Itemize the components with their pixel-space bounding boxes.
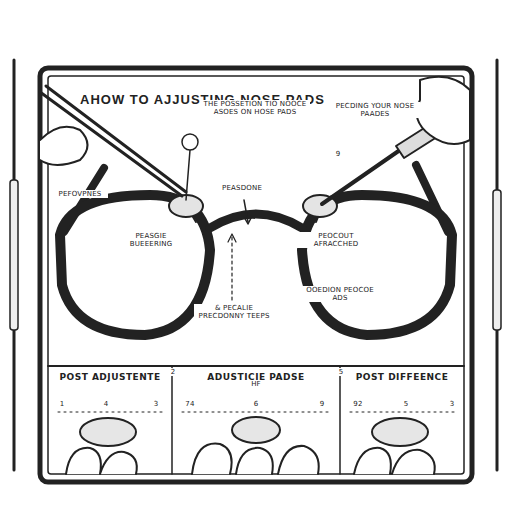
callout-circle [182, 134, 198, 150]
nose-pad [80, 418, 136, 446]
callout-label: 3 [446, 400, 458, 408]
callout-label: PEFOVPNES [52, 190, 108, 198]
scale-line [58, 412, 162, 413]
fingers [192, 444, 319, 474]
callout-label: 5 [334, 368, 348, 376]
fingers [66, 448, 137, 474]
callout-label: 6 [250, 400, 262, 408]
scale-line [350, 412, 456, 413]
callout-label: 9 [330, 150, 346, 158]
callout-label: HF [242, 380, 270, 388]
screwdriver [322, 150, 400, 204]
panel-divider [339, 366, 341, 474]
panel-heading: POST ADJUSTENTE [50, 372, 170, 382]
tool-grip [493, 190, 501, 330]
bridge [210, 214, 302, 228]
callout-label: 9 [316, 400, 328, 408]
callout-label: 92 [350, 400, 366, 408]
hand [417, 77, 470, 144]
arrow-head [244, 216, 252, 224]
callout-label: PEASDONE [212, 184, 272, 192]
callout-label: 3 [150, 400, 162, 408]
nose-pad [232, 417, 280, 443]
tablet-frame [40, 68, 472, 482]
panel-box: POST DIFFEENCE [342, 368, 462, 472]
callout-label: 1 [56, 400, 68, 408]
nose-pad [372, 418, 428, 446]
tool-grip [10, 180, 18, 330]
callout-label: 5 [400, 400, 412, 408]
fingers [354, 448, 435, 474]
panel-divider [171, 366, 173, 474]
lens-frame [302, 195, 452, 335]
arrow-head [228, 234, 236, 242]
callout-label: PEASGIE BUEEERING [116, 232, 186, 248]
callout-label: THE POSSETION TIO NOOCE ASOES ON HOSE PA… [200, 100, 310, 116]
panel-box: POST ADJUSTENTE [50, 368, 170, 472]
callout-label: & PECALIE PRECDONNY TEEPS [194, 304, 274, 320]
callout-label: PECDING YOUR NOSE PAADES [330, 102, 420, 118]
panel-divider [48, 365, 464, 367]
callout-label: 74 [182, 400, 198, 408]
panel-heading: POST DIFFEENCE [342, 372, 462, 382]
callout-label: PEOCOUT AFRACCHED [296, 232, 376, 248]
scale-line [182, 412, 330, 413]
leader-line [186, 150, 190, 200]
callout-label: 4 [100, 400, 112, 408]
callout-label: 2 [166, 368, 180, 376]
callout-label: OOEDION PEOCOE ADS [300, 286, 380, 302]
hand [40, 127, 88, 165]
lens-frame [60, 195, 210, 335]
pointer-arrow [231, 236, 232, 300]
tweezers [40, 92, 182, 196]
